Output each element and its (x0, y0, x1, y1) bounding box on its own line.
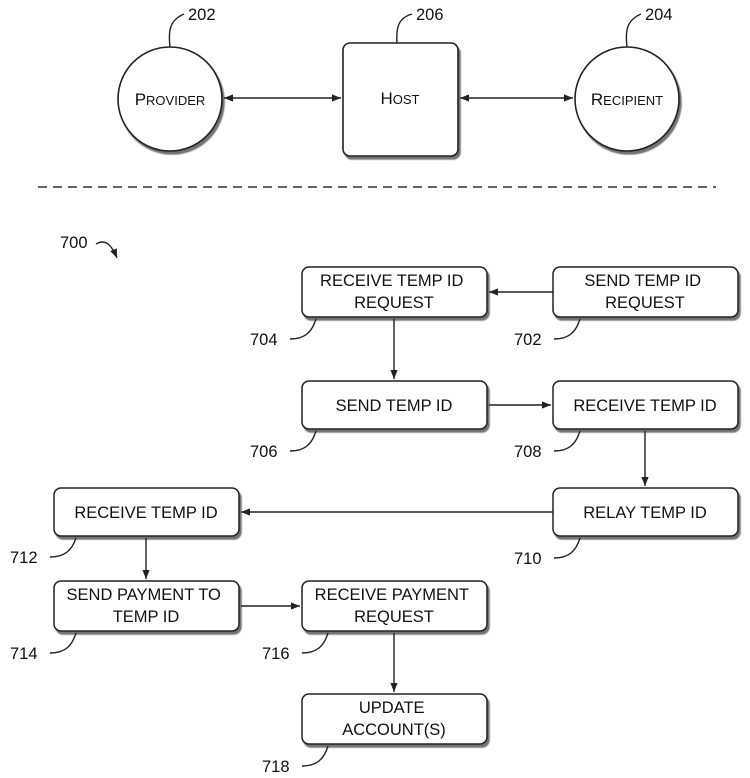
recipient-label: RECIPIENT (591, 90, 663, 109)
ref-712-leader (49, 537, 77, 558)
ref-702: 702 (514, 331, 542, 349)
ref-710-leader (553, 537, 581, 559)
step-708-label: RECEIVE TEMP ID (573, 397, 716, 415)
host-node: HOST (342, 42, 459, 157)
step-704: RECEIVE TEMP ID REQUEST (301, 266, 488, 318)
ref-708-leader (553, 430, 581, 452)
ref-718: 718 (262, 758, 290, 776)
ref-702-leader (553, 318, 581, 340)
step-716: RECEIVE PAYMENT REQUEST (301, 580, 488, 632)
ref-714: 714 (10, 645, 38, 663)
recipient-ref: 204 (645, 6, 673, 24)
ref-704-leader (289, 318, 317, 340)
provider-label: PROVIDER (135, 90, 206, 109)
step-712-label: RECEIVE TEMP ID (74, 504, 217, 522)
ref-706-leader (289, 430, 317, 452)
step-718: UPDATE ACCOUNT(S) (301, 693, 488, 745)
step-702: SEND TEMP ID REQUEST (552, 266, 739, 318)
step-704-label: RECEIVE TEMP ID REQUEST (320, 272, 468, 312)
step-710-label: RELAY TEMP ID (583, 504, 707, 522)
step-714-label: SEND PAYMENT TO TEMP ID (67, 586, 226, 626)
step-702-label: SEND TEMP ID REQUEST (584, 272, 705, 312)
figure-ref-pointer (95, 241, 118, 259)
step-718-label: UPDATE ACCOUNT(S) (342, 699, 446, 739)
recipient-ref-leader (625, 13, 642, 48)
step-714: SEND PAYMENT TO TEMP ID (53, 580, 240, 632)
ref-712: 712 (10, 549, 38, 567)
step-708: RECEIVE TEMP ID (552, 380, 739, 430)
recipient-node: RECIPIENT (574, 46, 680, 152)
ref-714-leader (49, 632, 77, 654)
ref-706: 706 (250, 443, 278, 461)
ref-718-leader (301, 745, 329, 767)
step-710: RELAY TEMP ID (552, 487, 739, 537)
provider-node: PROVIDER (117, 46, 223, 152)
provider-ref-leader (168, 13, 185, 48)
ref-710: 710 (514, 550, 542, 568)
host-ref: 206 (416, 6, 444, 24)
host-label: HOST (380, 89, 419, 108)
ref-716: 716 (262, 645, 290, 663)
step-706-label: SEND TEMP ID (336, 397, 453, 415)
provider-ref: 202 (188, 6, 216, 24)
step-706: SEND TEMP ID (301, 380, 488, 430)
ref-708: 708 (514, 443, 542, 461)
ref-716-leader (301, 632, 329, 654)
step-716-label: RECEIVE PAYMENT REQUEST (315, 586, 474, 626)
host-ref-leader (396, 13, 413, 44)
ref-704: 704 (250, 331, 278, 349)
figure-ref: 700 (60, 234, 88, 252)
step-712: RECEIVE TEMP ID (53, 487, 240, 537)
